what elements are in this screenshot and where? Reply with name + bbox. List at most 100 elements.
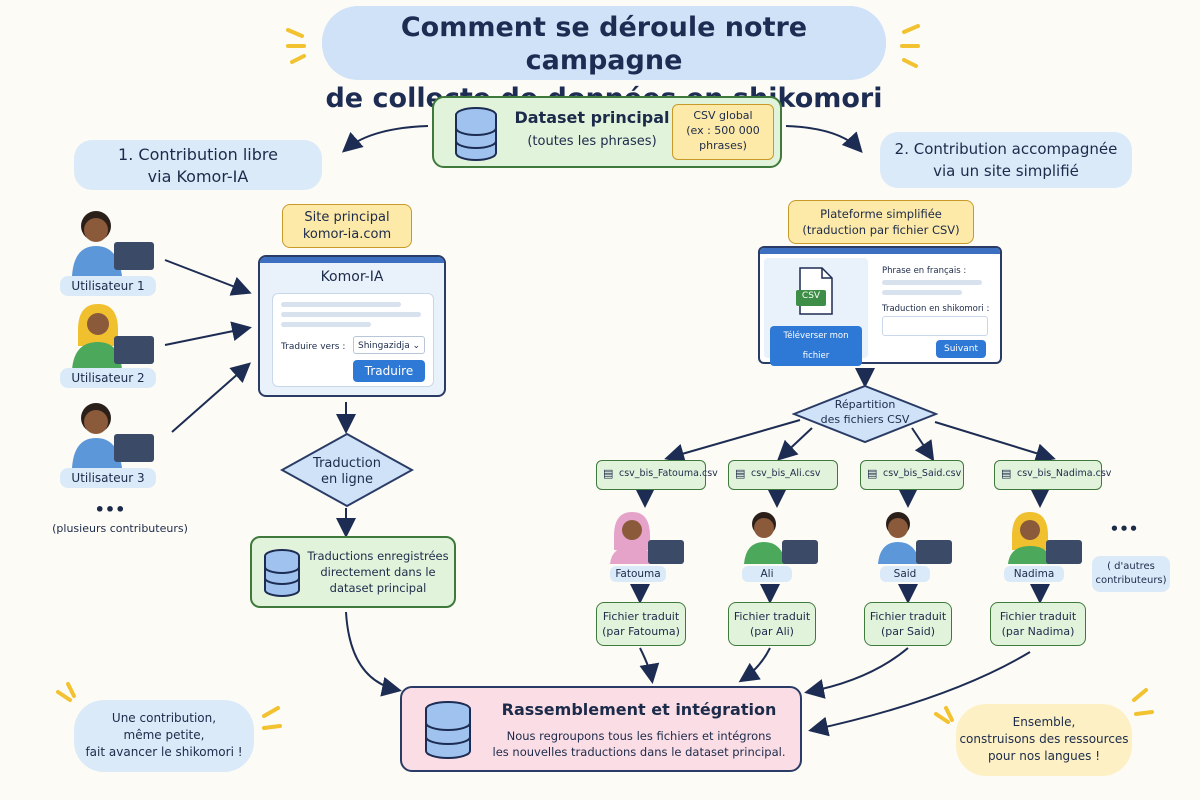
fatouma-avatar — [610, 512, 684, 564]
platform-window: CSV Téléverser mon fichier Phrase en fra… — [758, 246, 1002, 366]
arrow-split-file1 — [664, 419, 801, 464]
arrow-nadima-to-merge — [808, 651, 1031, 737]
arrow-split-file3 — [911, 427, 935, 462]
language-select-value: Shingazidja — [358, 341, 410, 351]
translated-line2: (par Ali) — [750, 625, 794, 638]
file-icon: ▤ — [603, 467, 614, 480]
file-icon: ▤ — [735, 467, 746, 480]
merge-line2: les nouvelles traductions dans le datase… — [492, 745, 786, 759]
csv-badge-text: CSV — [801, 291, 821, 301]
window-titlebar — [260, 257, 444, 263]
translated-file-fatouma: Fichier traduit (par Fatouma) — [596, 602, 686, 646]
arrow-dataset-to-right — [785, 125, 863, 153]
more-users-dots: ••• — [94, 500, 126, 519]
translate-button[interactable]: Traduire — [353, 360, 425, 382]
sparkle-icon — [56, 24, 1154, 730]
online-line2: en ligne — [320, 472, 374, 487]
csv-global-line1: CSV global — [693, 109, 753, 122]
file-box-nadima: ▤ csv_bis_Nadima.csv — [994, 460, 1111, 490]
contributor-name-fatouma: Fatouma — [610, 566, 666, 582]
quote-left-line3: fait avancer le shikomori ! — [85, 745, 243, 759]
translated-line1: Fichier traduit — [602, 610, 680, 623]
database-icon — [264, 549, 300, 597]
more-contributors-box: ( d'autres contributeurs) — [1092, 556, 1170, 592]
file-icon: ▤ — [867, 467, 878, 480]
site-line1: Site principal — [304, 210, 390, 225]
more-contributors-line1: ( d'autres — [1107, 561, 1155, 572]
csv-global-line3: phrases) — [699, 139, 747, 152]
user3-label: Utilisateur 3 — [60, 468, 156, 488]
file-box-fatouma: ▤ csv_bis_Fatouma.csv — [596, 460, 718, 490]
language-select[interactable]: Shingazidja ⌄ — [353, 336, 425, 354]
quote-right-line1: Ensemble, — [1012, 715, 1076, 729]
split-line2: des fichiers CSV — [820, 413, 910, 426]
chevron-down-icon: ⌄ — [412, 341, 420, 351]
arrow-split-file4 — [934, 421, 1056, 463]
next-button[interactable]: Suivant — [936, 340, 986, 358]
contributor-name-said: Said — [880, 566, 930, 582]
nadima-avatar — [1008, 512, 1082, 564]
section2-heading-line1: 2. Contribution accompagnée — [894, 140, 1118, 158]
database-icon — [455, 107, 497, 161]
saved-translations-box: Traductions enregistrées directement dan… — [250, 536, 456, 608]
quote-right: Ensemble, construisons des ressources po… — [956, 704, 1132, 776]
user2-avatar — [72, 304, 154, 370]
merge-box: Rassemblement et intégration Nous regrou… — [400, 686, 802, 772]
section1-heading: 1. Contribution libre via Komor-IA — [74, 140, 322, 190]
file-box-ali: ▤ csv_bis_Ali.csv — [728, 460, 838, 490]
file-box-said: ▤ csv_bis_Said.csv — [860, 460, 964, 490]
site-principal-label: Site principal komor-ia.com — [282, 204, 412, 248]
translated-line2: (par Nadima) — [1001, 625, 1075, 638]
translate-panel: Traduire vers : Shingazidja ⌄ Traduire — [272, 293, 434, 387]
arrow-split-file2 — [777, 427, 813, 461]
file-name: csv_bis_Ali.csv — [751, 468, 821, 479]
split-line1: Répartition — [834, 398, 896, 411]
csv-global-line2: (ex : 500 000 — [686, 124, 760, 137]
arrow-said-to-merge — [804, 647, 909, 699]
file-icon: ▤ — [1001, 467, 1012, 480]
arrow-dataset-to-left — [341, 125, 429, 153]
saved-translations-text: Traductions enregistrées directement dan… — [304, 548, 452, 596]
file-name: csv_bis_Said.csv — [883, 468, 962, 479]
csv-global-box: CSV global (ex : 500 000 phrases) — [672, 104, 774, 160]
title-line1: Comment se déroule notre campagne — [400, 12, 808, 76]
translated-line2: (par Fatouma) — [602, 625, 680, 638]
translated-file-nadima: Fichier traduit (par Nadima) — [990, 602, 1086, 646]
platform-line2: (traduction par fichier CSV) — [802, 223, 960, 237]
section1-heading-line1: 1. Contribution libre — [118, 145, 278, 164]
user1-label: Utilisateur 1 — [60, 276, 156, 296]
database-icon — [425, 701, 471, 759]
dataset-subtitle: (toutes les phrases) — [527, 134, 657, 149]
quote-right-line2: construisons des ressources — [959, 732, 1129, 746]
translated-line2: (par Said) — [880, 625, 936, 638]
upload-file-button[interactable]: Téléverser mon fichier — [770, 326, 862, 366]
platform-line1: Plateforme simplifiée — [820, 207, 942, 221]
translate-to-label: Traduire vers : — [281, 342, 346, 352]
section1-heading-line2: via Komor-IA — [147, 167, 249, 186]
file-name: csv_bis_Nadima.csv — [1017, 468, 1112, 479]
online-translation-text: Traduction en ligne — [280, 456, 414, 488]
section2-heading-line2: via un site simplifié — [933, 162, 1079, 180]
online-line1: Traduction — [313, 456, 381, 471]
merge-line1: Nous regroupons tous les fichiers et int… — [506, 729, 772, 743]
dataset-title: Dataset principal — [514, 108, 670, 127]
contributor-name-ali: Ali — [742, 566, 792, 582]
arrow-user2 — [164, 321, 252, 346]
translated-line1: Fichier traduit — [999, 610, 1077, 623]
more-contributors-line2: contributeurs) — [1095, 575, 1167, 586]
platform-label: Plateforme simplifiée (traduction par fi… — [788, 200, 974, 244]
user1-avatar — [72, 211, 154, 276]
ali-avatar — [744, 512, 818, 564]
arrow-ali-to-merge — [738, 647, 771, 683]
saved-line3: dataset principal — [329, 581, 427, 595]
user3-avatar — [72, 403, 154, 468]
saved-line2: directement dans le — [320, 565, 436, 579]
repartition-diamond — [792, 384, 938, 444]
user2-label: Utilisateur 2 — [60, 368, 156, 388]
translated-file-ali: Fichier traduit (par Ali) — [728, 602, 816, 646]
translation-input[interactable] — [882, 316, 988, 336]
section2-heading: 2. Contribution accompagnée via un site … — [880, 132, 1132, 188]
quote-left: Une contribution, même petite, fait avan… — [74, 700, 254, 772]
dataset-principal-box: Dataset principal (toutes les phrases) C… — [432, 96, 782, 168]
